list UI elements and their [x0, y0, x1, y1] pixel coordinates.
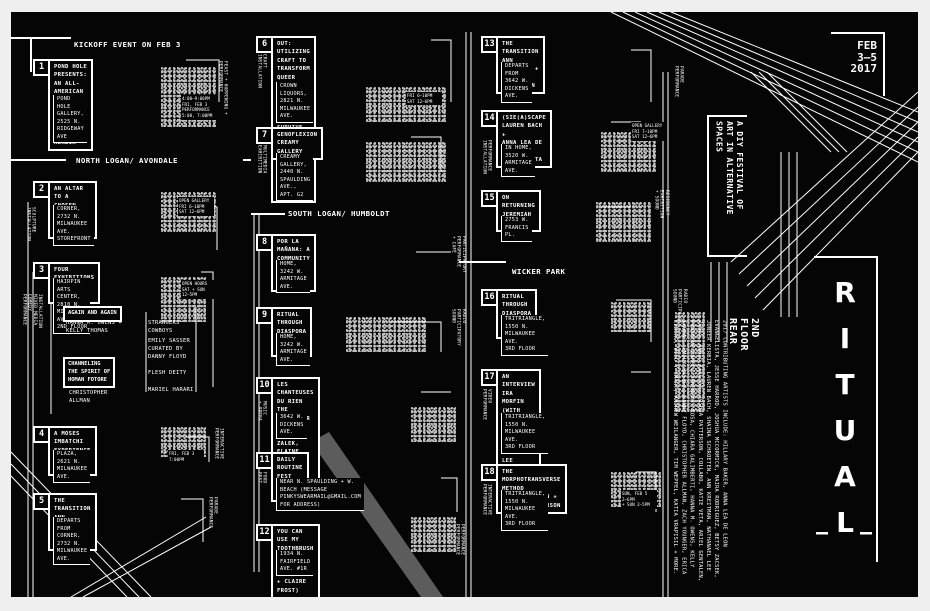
event-category: PARTICIPATORY PERFORMANCE + CAFÉ: [450, 236, 466, 273]
event-category: SCULPTURE INSTALLATION: [25, 207, 36, 242]
section-wicker-park: WICKER PARK: [509, 267, 569, 276]
festival-poster: KICKOFF EVENT ON FEB 3 NORTH LOGAN/ AVON…: [11, 12, 918, 597]
event-category: MULTIMEDIA EXHIBITION: [256, 145, 267, 174]
event-location: HAIRPIN ARTS CENTER, 2810 N. MILWAUKEE A…: [53, 278, 91, 334]
event-number: 2: [33, 181, 50, 198]
logo-letter: U: [833, 414, 857, 447]
event-location: 3642 W. DICKENS AVE.: [276, 413, 307, 439]
hairpin-channeling: CHANNELING THE SPIRIT OF HOMAN FOTORE: [63, 357, 116, 389]
hairpin-strangers: STRANGERS COWBOYS: [148, 320, 180, 334]
festival-dates: FEB 3–5 2017: [831, 32, 885, 96]
event-location: CREAMY GALLERY, 2440 N. SPAULDING AVE., …: [276, 153, 314, 202]
event-location: TRITRIANGLE, 1550 N. MILWAUKEE AVE. 3RD …: [501, 315, 549, 356]
event-category: INTERACTIVE PERFORMANCE: [481, 484, 492, 516]
hairpin-hanna-owens: HANNA M. OWENS + KELLY THOMAS: [66, 320, 122, 334]
floor-label: 2ND FLOOR REAR: [727, 318, 760, 352]
hairpin-allman: CHRISTOPHER ALLMAN: [69, 390, 108, 404]
event-location: NEAR N. SPAULDING + W. BEACH (MESSAGE PI…: [276, 478, 364, 512]
logo-dash: –: [860, 520, 873, 544]
event-location: TRITRIANGLE, 1550 N. MILWAUKEE AVE. 3RD …: [501, 413, 549, 454]
section-south-logan: SOUTH LOGAN/ HUMBOLDT: [285, 209, 393, 218]
event-category: PERFORMANCE PERFORMANCE: [454, 524, 465, 556]
event-schedule: OPEN HOURS SAT + SUN 12–5PM: [181, 280, 217, 300]
logo-letter: L: [836, 506, 854, 539]
noise-texture: [346, 317, 426, 352]
hairpin-again-and-again: AGAIN AND AGAIN: [63, 306, 122, 322]
event-location: TRITRIANGLE, 1550 N. MILWAUKEE AVE. 3RD …: [501, 490, 549, 531]
event-category: INSTALLATION MIXED MEDIA COMEDY PERFORMA…: [21, 294, 43, 329]
logo-letter: R: [834, 276, 856, 309]
event-schedule: FRI, FEB 3 7:00PM: [168, 450, 204, 464]
section-north-logan: NORTH LOGAN/ AVONDALE: [73, 156, 181, 165]
noise-texture: [411, 407, 456, 442]
event-schedule: 4:00–9:00PM FRI, FEB 3 PERFORMANCE 5:00,…: [181, 95, 217, 120]
event-location: POND HOLE GALLERY, 2525 N. RIDGEWAY AVE: [53, 95, 87, 144]
event-category: VIDEO PERFORMANCE: [481, 389, 492, 421]
section-kickoff: KICKOFF EVENT ON FEB 3: [71, 40, 184, 49]
logo-letter: T: [835, 368, 855, 401]
event-location: DEPARTS FROM CORNER, 2732 N. MILWAUKEE A…: [53, 517, 91, 566]
event-category: PARADE PERFORMANCE: [673, 66, 684, 98]
noise-texture: [611, 302, 651, 332]
logo-letter: I: [839, 322, 851, 355]
event-category: RADIO PARTICIPATORY SOUND: [671, 289, 687, 326]
event-category: INTERACTIVE PERFORMANCE: [213, 428, 224, 460]
event-location: CROWN LIQUORS, 2821 N. MILWAUKEE AVE.: [276, 82, 314, 123]
logo-dash: –: [816, 520, 829, 544]
event-location: HOME, 3242 W. ARMITAGE AVE.: [276, 333, 310, 367]
noise-texture: [411, 517, 456, 552]
event-category: FOOD FEST: [256, 472, 267, 484]
hairpin-sasser: EMILY SASSER CURATED BY DANNY FLOYD: [148, 338, 190, 360]
event-location: IN HOME, 3520 W. ARMITAGE AVE.: [501, 144, 535, 178]
event-location: 1934 N. FAIRFIELD AVE. #1R: [276, 550, 314, 576]
contributors-block: 2017 CONTRIBUTING ARTISTS INCLUDE: HILLA…: [671, 320, 861, 590]
festival-tagline-frame: A DIY FESTIVAL OF ART IN ALTERNATIVE SPA…: [707, 115, 747, 257]
event-schedule: OPEN GALLERY FRI 7–10PM SAT 12–6PM: [631, 122, 667, 142]
event-category: RESIDENCY EXHIBITION + SOUND: [653, 190, 669, 219]
event-location: HOME, 3242 W. ARMITAGE AVE.: [276, 260, 310, 294]
event-category: PERFORMANCE INSTALLATION: [481, 140, 492, 175]
noise-texture: [675, 312, 705, 412]
hairpin-flesh-deity: FLESH DEITY: [148, 370, 187, 376]
event-category: FEAST + HAPPENING + PERFORMANCE: [217, 61, 228, 116]
event-category: CRAFT INSTALLATION: [256, 54, 267, 89]
event-category: RADIO PARTICIPATORY SOUND: [450, 309, 466, 346]
event-schedule: FRI 6–10PM SAT 12–6PM: [406, 92, 442, 106]
event-category: MUSIC + OPERA: [256, 401, 267, 421]
noise-texture: [596, 202, 651, 242]
event-schedule: OPEN GALLERY FRI 6–10PM SAT 12–6PM: [178, 197, 214, 217]
event-location: 2753 W. FRANCIS PL.: [501, 216, 532, 242]
event-location: CORNER, 2732 N. MILWAUKEE AVE. STOREFRON…: [53, 205, 94, 246]
event-location: DEPARTS FROM 3642 W. DICKENS AVE.: [501, 62, 532, 103]
ritual-letters: R I T U A L: [814, 258, 876, 546]
ritual-logo: R I T U A L – –: [814, 256, 878, 562]
hairpin-harari: MARIEL HARARI: [148, 387, 194, 393]
contributors-list: 2017 CONTRIBUTING ARTISTS INCLUDE: HILLA…: [672, 320, 728, 582]
festival-tagline: A DIY FESTIVAL OF ART IN ALTERNATIVE SPA…: [714, 121, 745, 215]
event-schedule: SUN, FEB 5 2–6PM + SUN 2–5PM: [621, 490, 657, 510]
floor-label-frame: 2ND FLOOR REAR: [697, 314, 773, 414]
noise-texture: [366, 142, 446, 182]
event-location: PLAZA, 2621 N. MILWAUKEE AVE.: [53, 450, 91, 484]
event-category: PARADE PERFORMANCE: [207, 497, 218, 529]
logo-letter: A: [834, 460, 856, 493]
map-lines: [11, 12, 918, 597]
